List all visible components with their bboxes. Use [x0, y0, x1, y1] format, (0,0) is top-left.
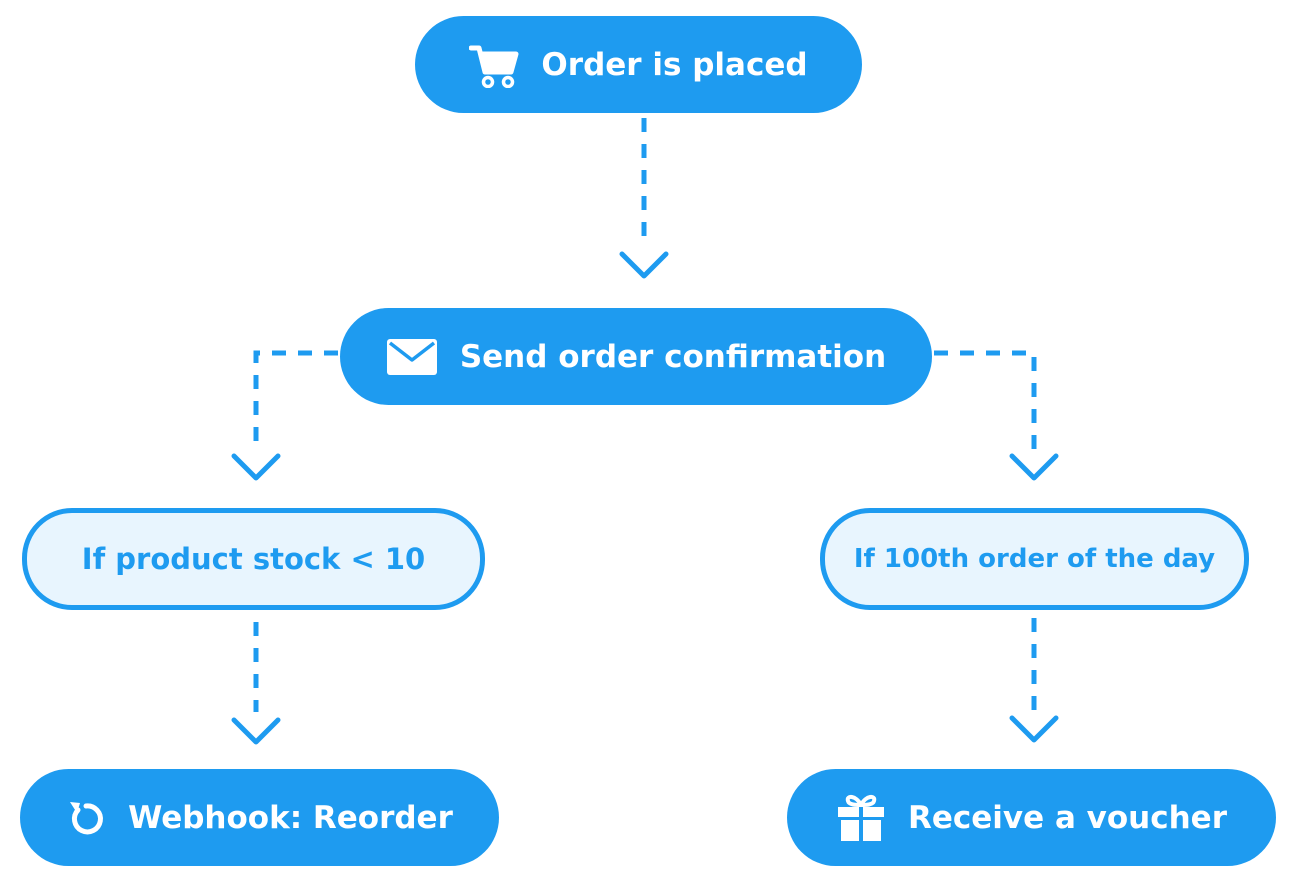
arrowhead-voucher	[1009, 715, 1059, 743]
arrowhead-send	[619, 251, 669, 279]
edge-send-to-100th	[934, 350, 1037, 450]
envelope-icon	[386, 338, 438, 376]
node-if-100th-order: If 100th order of the day	[820, 508, 1249, 610]
node-label: If 100th order of the day	[853, 544, 1216, 574]
node-label: If product stock < 10	[81, 542, 426, 576]
arrowhead-stock	[231, 453, 281, 481]
arrowhead-webhook	[231, 717, 281, 745]
node-if-product-stock: If product stock < 10	[22, 508, 485, 610]
node-label: Receive a voucher	[908, 799, 1227, 836]
node-label: Webhook: Reorder	[128, 799, 453, 836]
refresh-icon	[66, 797, 106, 839]
node-receive-voucher: Receive a voucher	[787, 769, 1276, 866]
node-order-placed: Order is placed	[415, 16, 862, 113]
gift-icon	[836, 793, 886, 843]
node-send-order-confirmation: Send order confirmation	[340, 308, 932, 405]
node-label: Send order confirmation	[459, 338, 887, 375]
shopping-cart-icon	[469, 42, 519, 88]
node-webhook-reorder: Webhook: Reorder	[20, 769, 499, 866]
arrowhead-100th	[1009, 453, 1059, 481]
node-label: Order is placed	[541, 46, 808, 83]
edge-send-to-stock	[253, 350, 338, 450]
